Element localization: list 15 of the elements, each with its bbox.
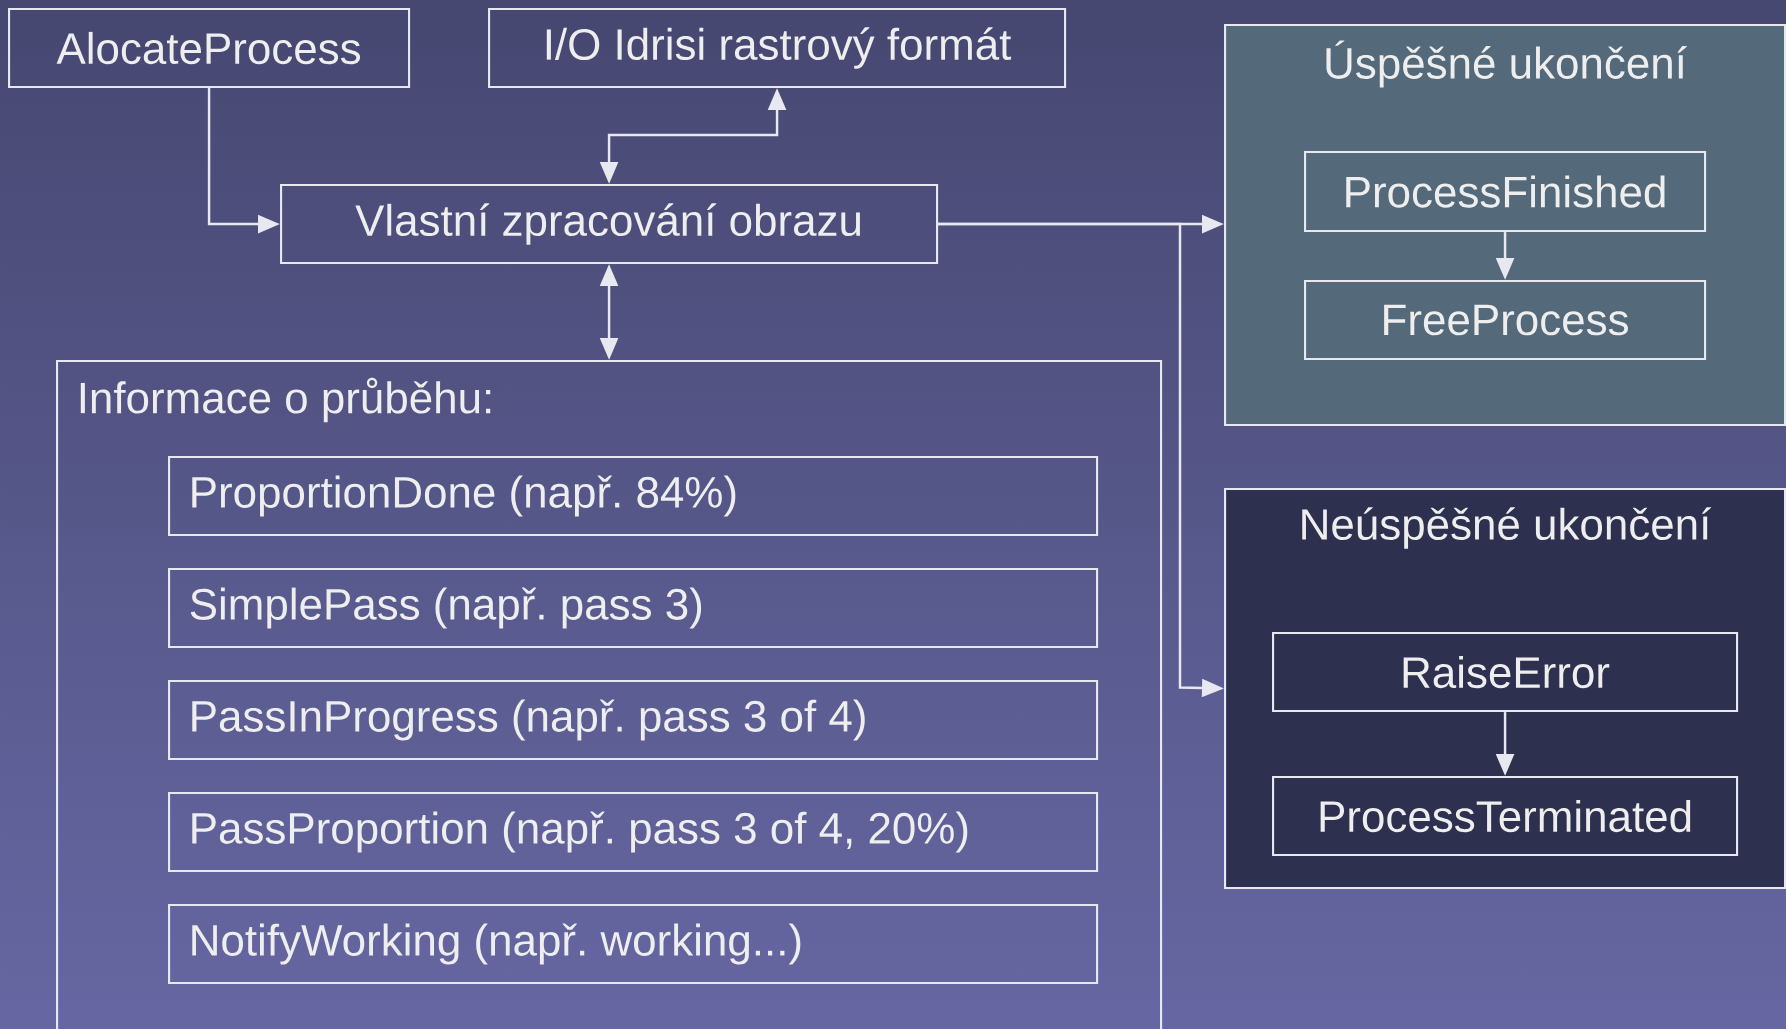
process-box: SimplePass (např. pass 3) [168, 568, 1099, 649]
process-box: ProcessFinished [1304, 151, 1707, 233]
process-box: PassProportion (např. pass 3 of 4, 20%) [168, 792, 1099, 873]
process-box: Vlastní zpracování obrazu [280, 184, 939, 265]
process-box: ProportionDone (např. 84%) [168, 456, 1099, 537]
process-box: ProcessTerminated [1272, 776, 1739, 857]
panel-heading: Neúspěšné ukončení [1302, 507, 1712, 549]
process-box: I/O Idrisi rastrový formát [488, 8, 1067, 89]
panel-heading: Informace o průběhu: [80, 377, 491, 423]
process-box: NotifyWorking (např. working...) [168, 904, 1099, 985]
process-box: PassInProgress (např. pass 3 of 4) [168, 680, 1099, 761]
process-box: FreeProcess [1304, 280, 1707, 361]
process-box: RaiseError [1272, 632, 1739, 713]
panel-heading: Úspěšné ukončení [1326, 40, 1687, 88]
process-box: AlocateProcess [8, 8, 411, 89]
